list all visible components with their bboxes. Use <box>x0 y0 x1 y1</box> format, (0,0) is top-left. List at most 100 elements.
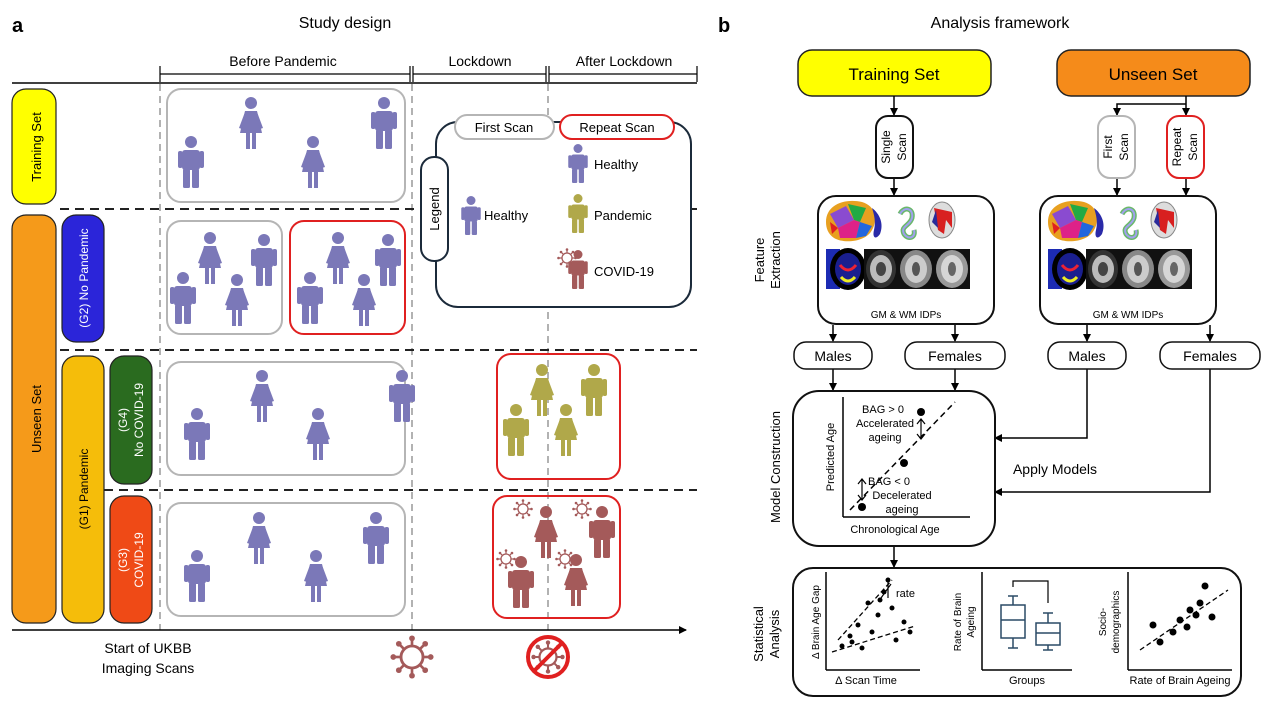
g3-repeat-scan-box <box>492 495 621 619</box>
model-plot-axes <box>842 397 970 518</box>
unseen-set-label: Unseen Set <box>29 385 44 453</box>
decelerated-label-2: ageing <box>885 504 918 516</box>
apply-models-label: Apply Models <box>1013 461 1097 477</box>
legend-repeat-scan-label: Repeat Scan <box>579 120 654 135</box>
unseen-set-box <box>1056 49 1251 97</box>
females-box-right <box>1159 341 1261 370</box>
sociodemographics-axes <box>1127 572 1232 671</box>
scan-time-label: Δ Scan Time <box>835 675 897 687</box>
g2-repeat-people <box>297 232 401 326</box>
legend-repeat-scan-pill <box>559 114 675 140</box>
training-people <box>178 97 397 188</box>
period-brackets <box>159 66 698 82</box>
legend-tab <box>420 156 449 262</box>
males-box-left <box>793 341 873 370</box>
predicted-age-label: Predicted Age <box>825 423 837 492</box>
g3-label-2: COVID-19 <box>132 532 146 588</box>
g4-repeat-scan-box <box>496 353 621 480</box>
analysis-framework-title: Analysis framework <box>931 15 1071 32</box>
model-point-mid <box>900 459 908 467</box>
g4-first-people <box>184 370 415 460</box>
g2-label: (G2) No Pandemic <box>77 228 91 327</box>
brain-age-gap-axes <box>825 572 920 671</box>
males-label-right: Males <box>1068 348 1105 364</box>
g3-label-1: (G3) <box>116 548 130 572</box>
first-scan-label-1: First <box>1101 135 1115 159</box>
first-scan-label-2: Scan <box>1117 133 1131 160</box>
model-construction-label: Model Construction <box>768 411 783 523</box>
brain-age-gap-trend-high <box>837 579 893 641</box>
repeat-scan-box <box>1166 115 1205 179</box>
unseen-set-box-label: Unseen Set <box>1109 65 1198 84</box>
brain-age-gap-label: Δ Brain Age Gap <box>811 585 822 659</box>
bag-positive-label: BAG > 0 <box>862 404 904 416</box>
g3-first-people <box>184 512 389 602</box>
females-box-left <box>904 341 1006 370</box>
legend-pandemic-label: Pandemic <box>594 208 652 223</box>
legend-first-scan-label: First Scan <box>475 120 534 135</box>
chronological-age-label: Chronological Age <box>850 524 939 536</box>
females-label-left: Females <box>928 348 982 364</box>
legend-healthy-label-left: Healthy <box>484 208 529 223</box>
axis-label-line2: Imaging Scans <box>102 660 195 676</box>
model-point-accelerated <box>917 408 925 416</box>
females-label-right: Females <box>1183 348 1237 364</box>
g4-label-2: No COVID-19 <box>132 383 146 457</box>
sociodemographics-trend <box>1139 589 1229 651</box>
first-scan-box <box>1097 115 1136 179</box>
single-scan-label-2: Scan <box>895 133 909 160</box>
model-identity-line <box>849 401 956 511</box>
males-box-right <box>1047 341 1127 370</box>
training-first-scan-box <box>166 88 406 203</box>
accelerated-label-2: ageing <box>868 432 901 444</box>
legend-first-scan-pill <box>454 114 555 140</box>
socio-label-1: Socio- <box>1098 608 1109 636</box>
sociodemographics-points <box>1149 582 1216 646</box>
g4-bar <box>109 355 153 485</box>
training-set-box-label: Training Set <box>848 65 939 84</box>
repeat-scan-label-2: Scan <box>1186 133 1200 160</box>
socio-label-2: demographics <box>1111 591 1122 654</box>
rate-label: rate <box>896 588 915 600</box>
groups-label: Groups <box>1009 675 1046 687</box>
axis-label-line1: Start of UKBB <box>104 640 191 656</box>
g3-bar <box>109 495 153 624</box>
rate-arrows <box>880 582 892 599</box>
g3-repeat-people <box>508 506 615 608</box>
single-scan-box <box>875 115 914 179</box>
training-set-bar <box>11 88 57 205</box>
feature-extraction-label-1: Feature <box>752 238 767 283</box>
statistical-analysis-label-2: Analysis <box>767 609 782 658</box>
legend-healthy-label: Healthy <box>594 157 639 172</box>
statistical-analysis-label-1: Statistical <box>751 606 766 662</box>
bag-arrows <box>857 418 926 501</box>
males-label-left: Males <box>814 348 851 364</box>
feature-extraction-label-2: Extraction <box>768 231 783 289</box>
brain-age-gap-points <box>839 577 913 651</box>
g1-label: (G1) Pandemic <box>77 449 91 530</box>
boxplot-group-2 <box>1035 612 1061 651</box>
model-point-decelerated <box>858 503 866 511</box>
brain-age-gap-trend-low <box>831 625 916 653</box>
rate-of-brain-ageing-y-label-2: Ageing <box>966 606 977 637</box>
rate-of-brain-ageing-y-label-1: Rate of Brain <box>953 593 964 651</box>
groups-axes <box>981 572 1072 671</box>
rate-of-brain-ageing-x-label: Rate of Brain Ageing <box>1130 675 1231 687</box>
repeat-scan-label-1: Repeat <box>1170 127 1184 166</box>
accelerated-label-1: Accelerated <box>856 418 914 430</box>
gm-wm-label-right: GM & WM IDPs <box>1093 310 1164 321</box>
panel-a-letter: a <box>12 15 24 37</box>
g2-first-people <box>170 232 277 326</box>
panel-b-letter: b <box>718 15 730 37</box>
legend-title: Legend <box>427 187 442 230</box>
pandemic-virus-icon <box>389 634 435 680</box>
period-before-pandemic: Before Pandemic <box>229 53 336 69</box>
decelerated-label-1: Decelerated <box>872 490 931 502</box>
legend-covid-label: COVID-19 <box>594 264 654 279</box>
g2-bar <box>61 214 105 343</box>
g1-bar <box>61 355 105 624</box>
g2-repeat-scan-box <box>289 220 406 335</box>
g3-first-scan-box <box>166 502 406 617</box>
single-scan-label-1: Single <box>879 130 893 164</box>
